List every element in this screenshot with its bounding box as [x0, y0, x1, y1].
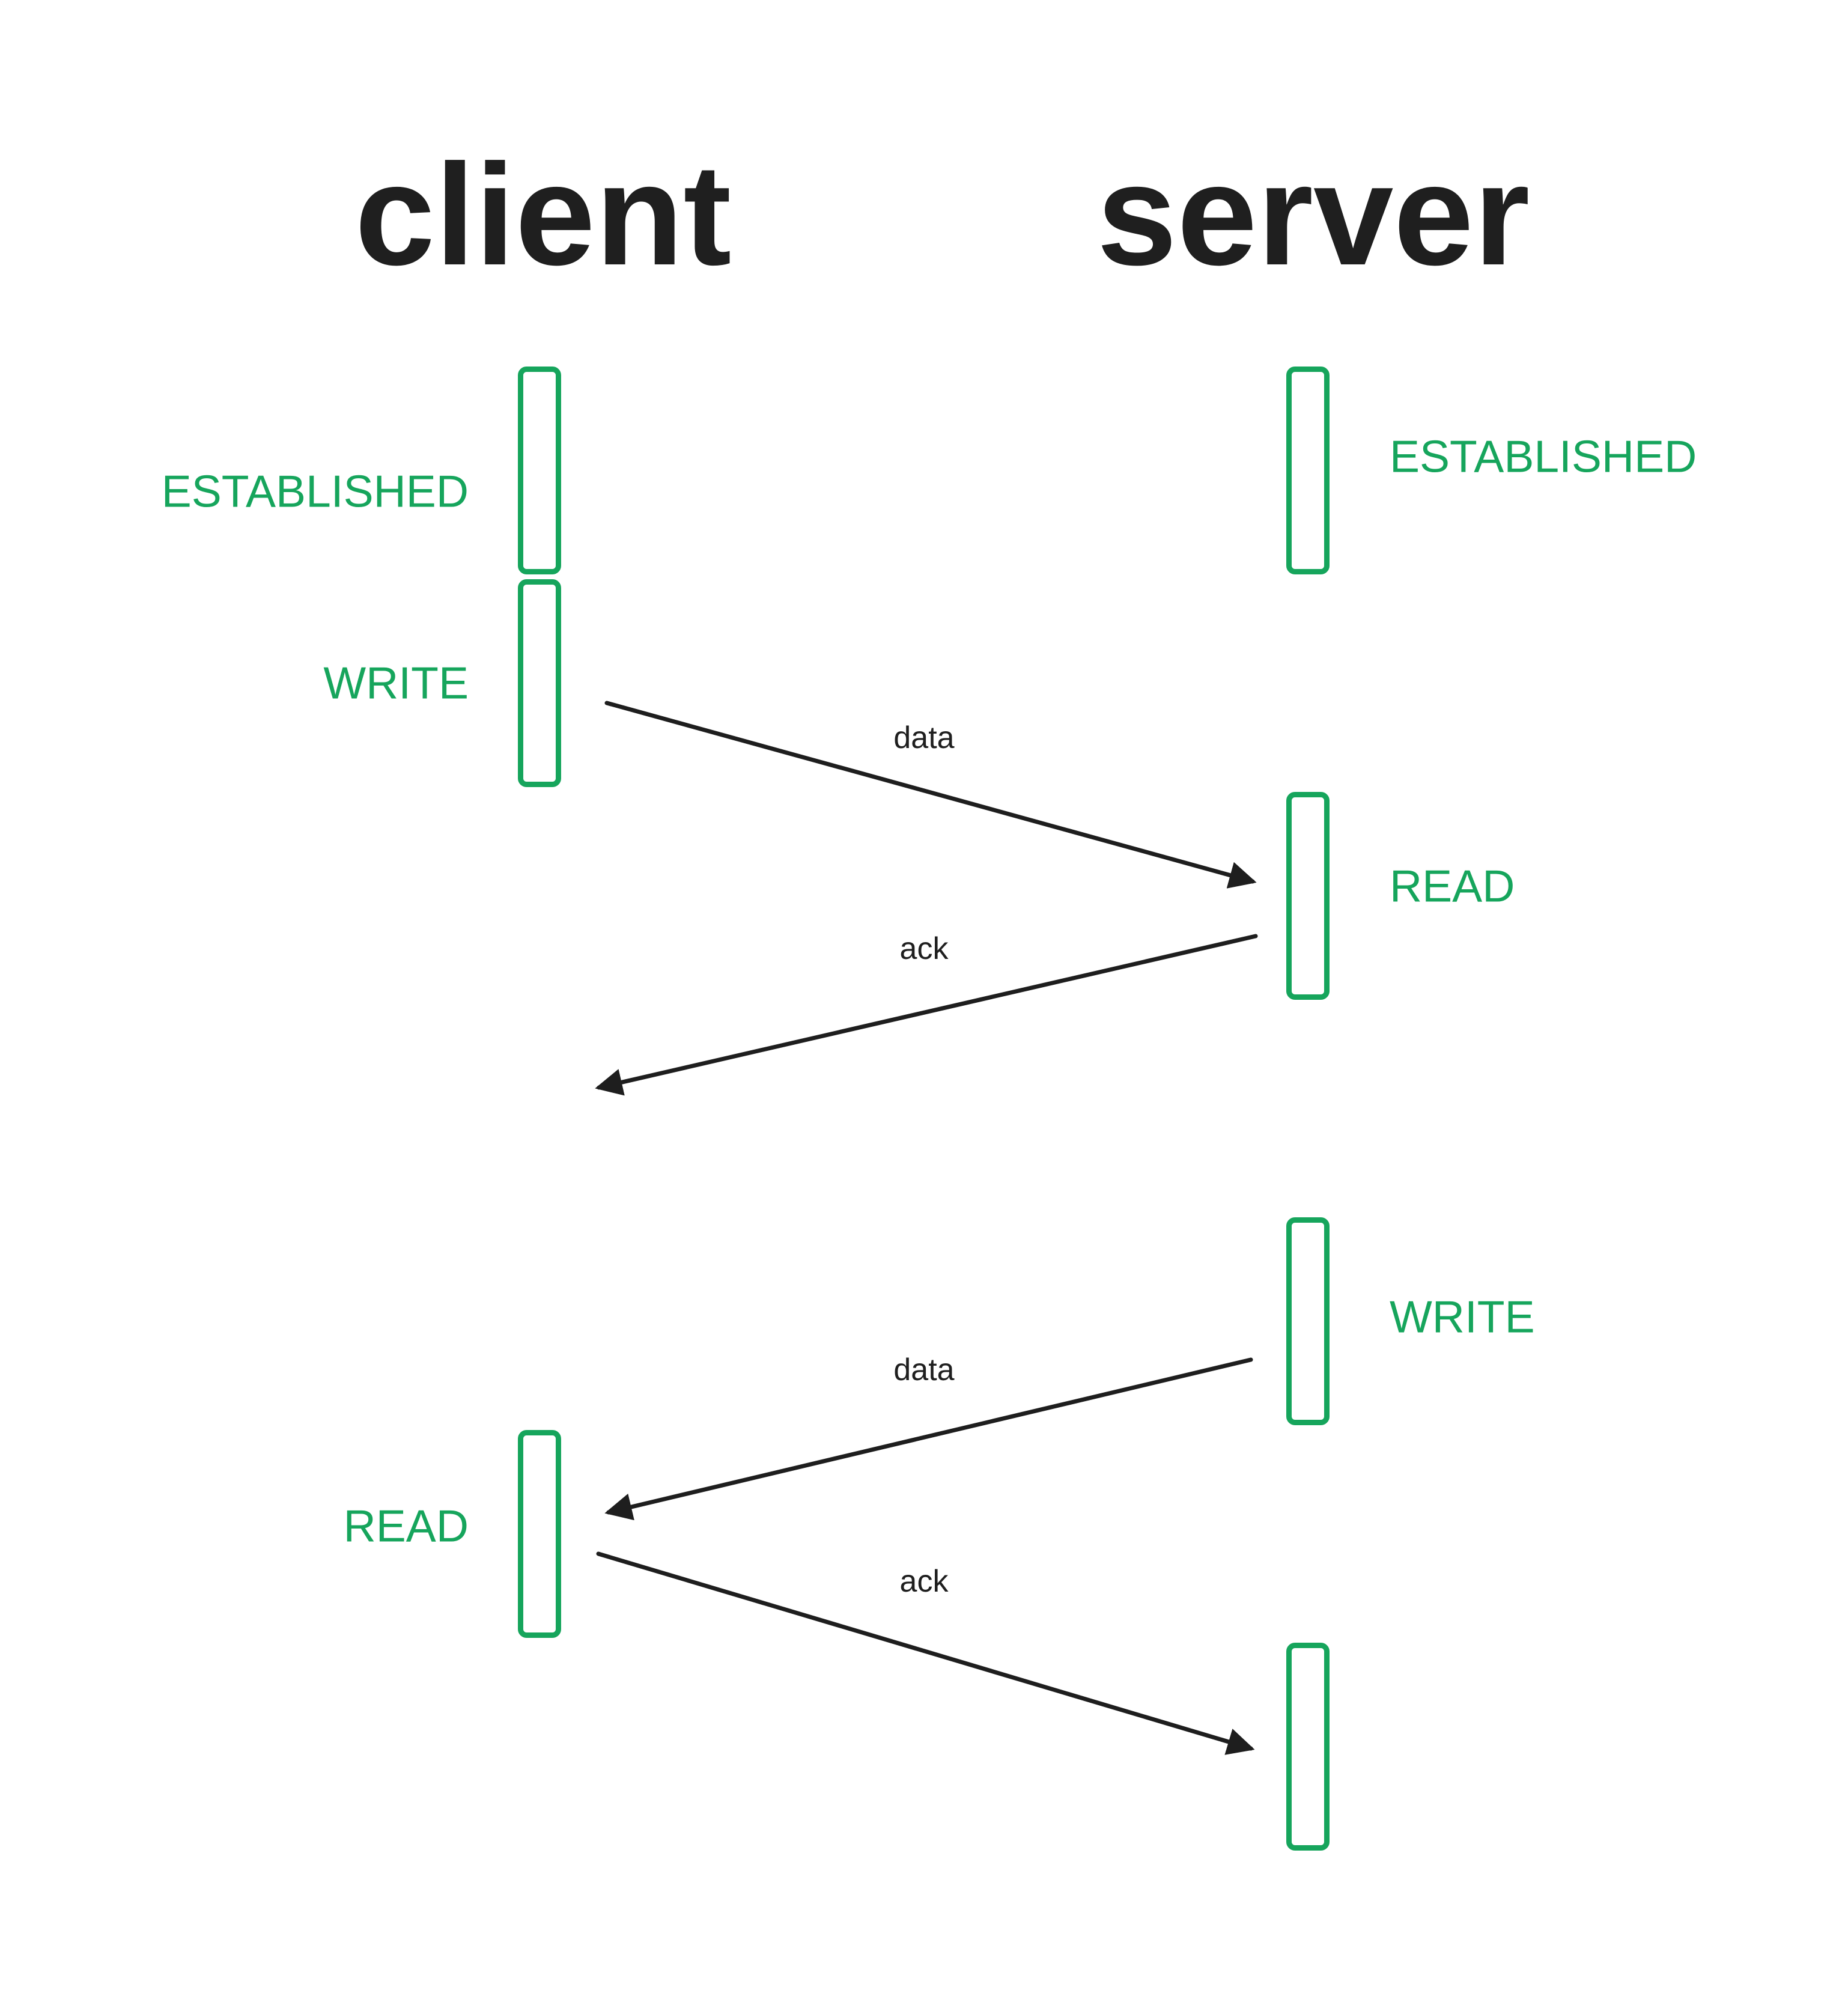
message-label-ack-4: ack — [899, 1564, 949, 1599]
server-lifeline-segment-5-green — [1286, 1217, 1330, 1425]
message-arrow-data-3 — [604, 1357, 1253, 1521]
client-state-label-write: WRITE — [323, 657, 469, 708]
client-state-label-read: READ — [343, 1500, 469, 1551]
server-lifeline-segment-1-green — [1286, 367, 1330, 574]
server-state-label-established: ESTABLISHED — [1390, 431, 1697, 482]
message-arrow-ack-2 — [595, 934, 1258, 1096]
client-lifeline-segment-7-black — [520, 1645, 559, 1848]
client-lifeline-segment-5-black — [520, 1220, 559, 1423]
message-label-ack-2: ack — [899, 931, 949, 966]
client-lifeline-segment-3-black — [520, 794, 559, 997]
client-lifeline-segment-6-green — [518, 1430, 561, 1638]
lifelines-group — [518, 367, 1330, 1851]
message-label-data-3: data — [893, 1352, 955, 1387]
server-state-label-read: READ — [1390, 860, 1515, 911]
server-lifeline-segment-3-green — [1286, 792, 1330, 1000]
client-lifeline-segment-2-green — [518, 579, 561, 787]
message-label-data-1: data — [893, 720, 955, 755]
client-lifeline-segment-1-green — [518, 367, 561, 574]
server-lifeline-segment-4-black — [1289, 1007, 1327, 1210]
client-lifeline-segment-4-black — [520, 1007, 559, 1210]
server-lifeline-segment-6-black — [1289, 1432, 1327, 1635]
server-lifeline-segment-7-green — [1286, 1643, 1330, 1851]
client-state-label-established: ESTABLISHED — [161, 466, 469, 517]
client-title: client — [354, 134, 732, 295]
message-arrow-data-1 — [604, 701, 1257, 889]
server-state-label-write: WRITE — [1390, 1291, 1535, 1342]
message-arrow-ack-4 — [596, 1551, 1255, 1755]
server-lifeline-segment-2-black — [1289, 582, 1327, 785]
server-title: server — [1096, 134, 1530, 295]
message-arrows-group — [595, 701, 1258, 1755]
